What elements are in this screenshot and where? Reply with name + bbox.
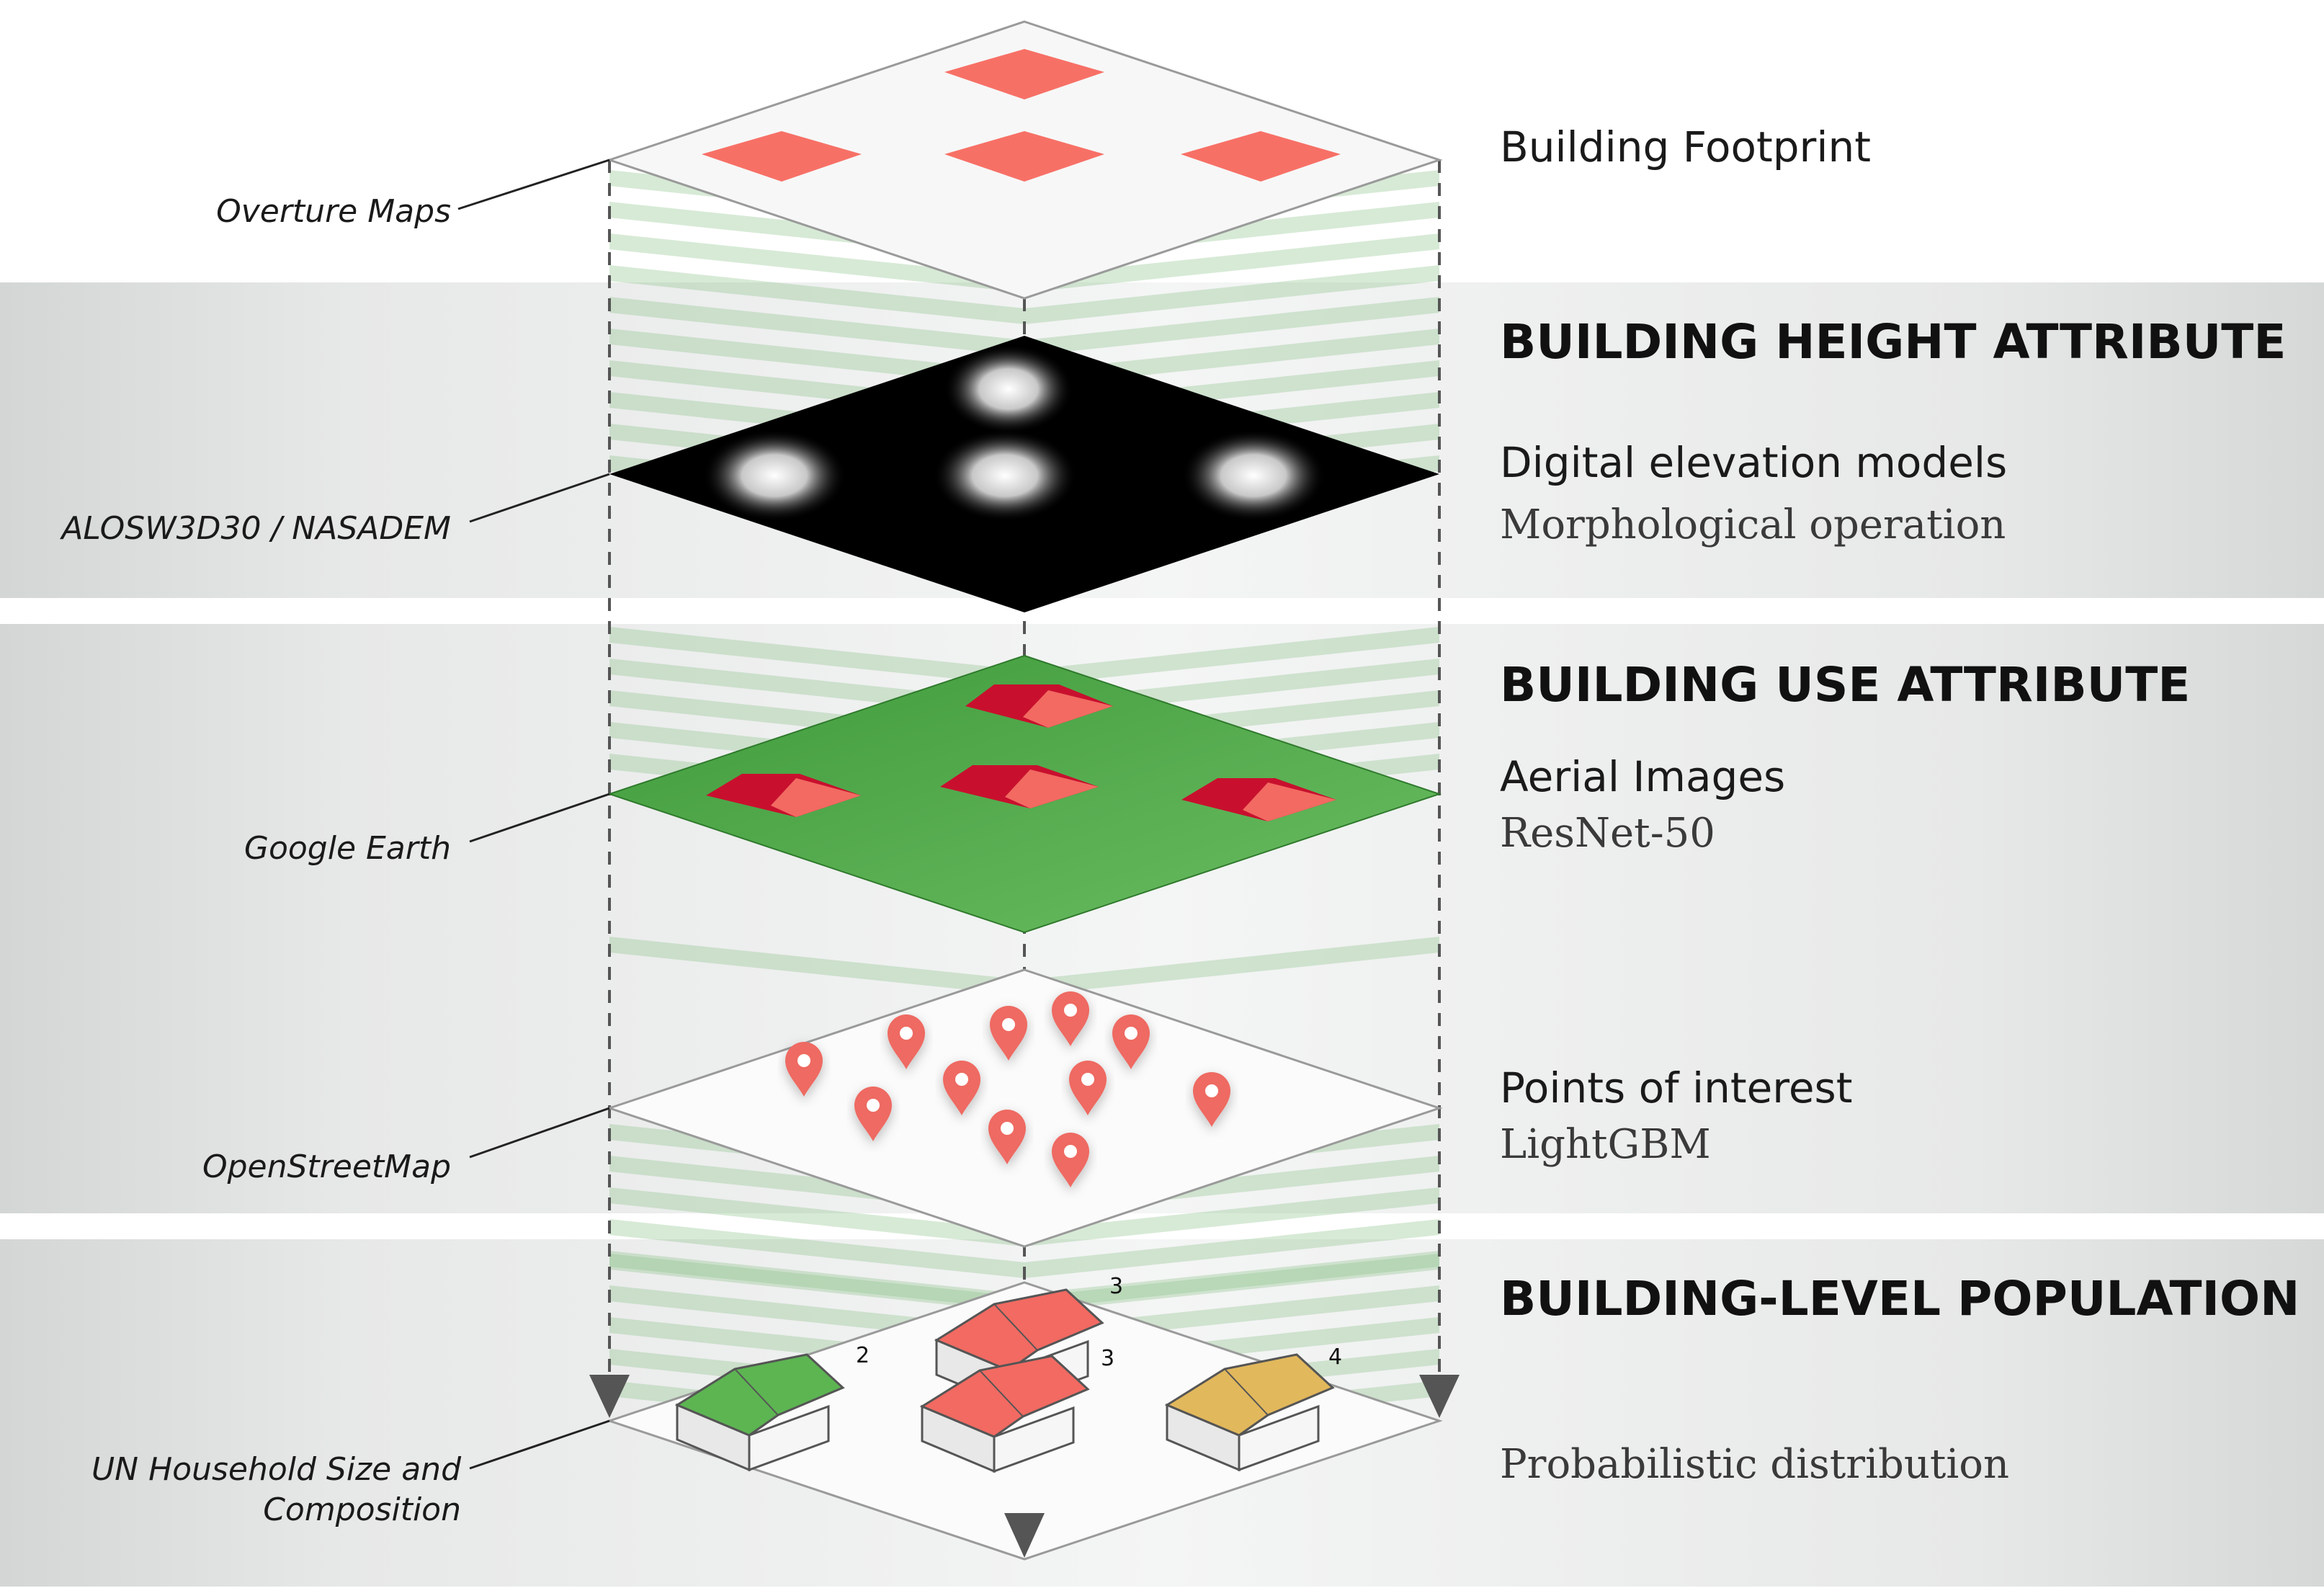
layer-points-of-interest [606,968,1443,1248]
house-icon [674,1353,845,1472]
map-pin-icon [1112,1014,1150,1069]
map-pin-icon [1192,1071,1230,1127]
map-pin-icon [943,1061,980,1115]
aerial-roof [965,684,1113,728]
elevation-blob [944,344,1073,434]
method-resnet: ResNet-50 [1500,810,1715,857]
method-morphological: Morphological operation [1500,501,2006,548]
source-google-earth: Google Earth [243,830,451,867]
household-count-label: 3 [1101,1346,1115,1371]
section-heading-height: BUILDING HEIGHT ATTRIBUTE [1500,314,2287,370]
footprint-shape [944,49,1104,99]
elevation-blob [933,429,1077,522]
footprint-shape [702,131,862,182]
source-un-household-line2: Composition [263,1491,461,1528]
arrowheads [589,1375,1460,1558]
section-heading-use: BUILDING USE ATTRIBUTE [1500,657,2191,713]
house-icon [919,1355,1090,1473]
map-pin-icon [854,1087,892,1141]
section-heading-population: BUILDING-LEVEL POPULATION [1500,1271,2300,1326]
footprint-shape [944,131,1104,182]
map-pin-icon [990,1006,1027,1061]
household-count-label: 4 [1328,1344,1343,1370]
elevation-blob [1181,429,1326,522]
dashed-guides [608,22,1441,1535]
elevation-blob [702,429,846,522]
aerial-roof [1181,778,1336,821]
layer-title-poi: Points of interest [1500,1063,1853,1112]
layer-title-footprint: Building Footprint [1500,122,1872,171]
layer-building-footprint [606,20,1443,300]
arrow-down-icon [1004,1513,1045,1558]
source-openstreetmap: OpenStreetMap [202,1148,451,1185]
source-overture-maps: Overture Maps [216,193,451,230]
layer-title-aerial: Aerial Images [1500,752,1786,801]
footprint-shape [1181,131,1341,182]
source-leader-lines [457,159,610,1470]
connector-stripe [609,1219,1439,1278]
arrow-down-icon [1419,1375,1460,1418]
aerial-roof [706,774,861,817]
layer-title-elevation: Digital elevation models [1500,438,2008,487]
map-pin-icon [988,1110,1026,1164]
household-count-label: 3 [1109,1274,1124,1299]
connector-stripe [609,265,1439,324]
source-alosw3d30-nasadem: ALOSW3D30 / NASADEM [61,510,451,547]
layer-building-population [606,1281,1443,1561]
map-pin-icon [888,1014,925,1069]
source-un-household-line1: UN Household Size and [91,1451,461,1488]
map-pin-icon [785,1042,823,1097]
arrow-down-icon [589,1375,630,1418]
household-count-label: 2 [856,1343,870,1368]
house-icon [1164,1353,1335,1472]
map-pin-icon [1069,1061,1107,1115]
layer-aerial-images [607,654,1442,934]
method-lightgbm: LightGBM [1500,1121,1711,1168]
map-pin-icon [1052,991,1089,1046]
layer-elevation-model [609,336,1439,612]
aerial-roof [940,765,1099,808]
map-pin-icon [1052,1133,1089,1187]
method-probabilistic: Probabilistic distribution [1500,1441,2010,1488]
